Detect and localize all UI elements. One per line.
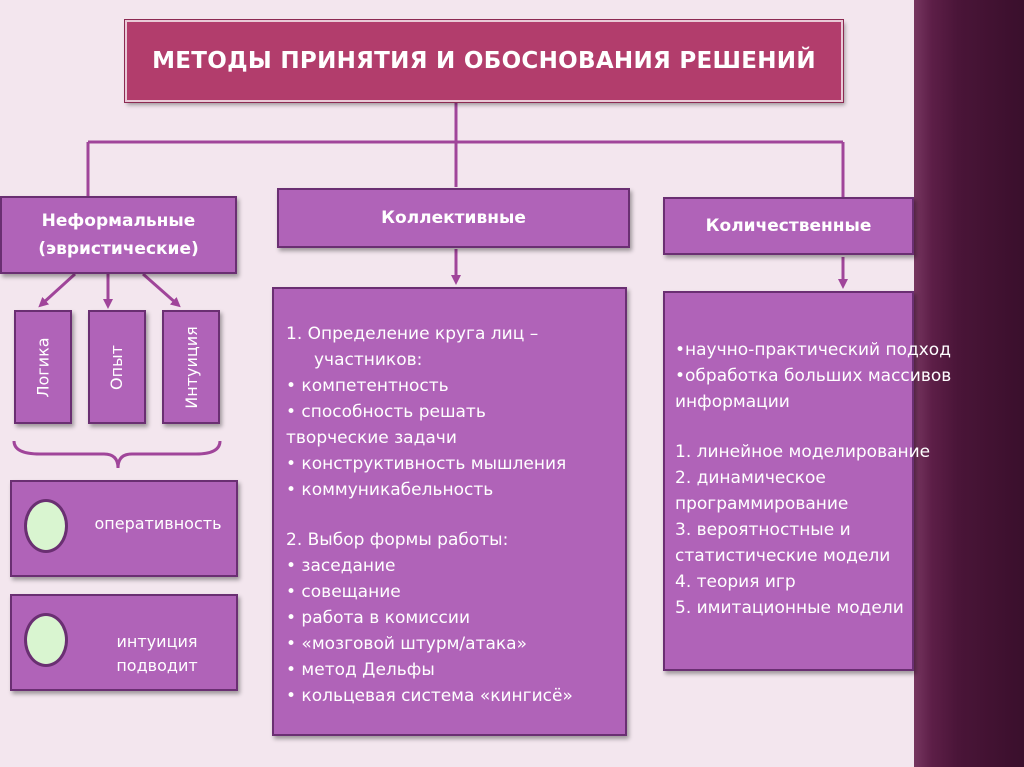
category-quantitative-label: Количественные bbox=[705, 216, 872, 236]
list-item: • способность решать bbox=[286, 402, 486, 422]
feature-efficiency: оперативность bbox=[10, 480, 238, 577]
feature-intuition-fails-marker bbox=[24, 613, 68, 667]
list-item: 1. линейное моделирование bbox=[675, 442, 931, 462]
list-item: участников: bbox=[314, 350, 423, 370]
page-title: МЕТОДЫ ПРИНЯТИЯ И ОБОСНОВАНИЯ РЕШЕНИЙ bbox=[124, 19, 844, 103]
method-intuition: Интуиция bbox=[162, 310, 220, 424]
list-item: 4. теория игр bbox=[675, 572, 796, 592]
list-item: • совещание bbox=[286, 582, 401, 602]
method-intuition-label: Интуиция bbox=[181, 325, 201, 409]
decorative-side-band bbox=[914, 0, 1024, 767]
category-quantitative: Количественные bbox=[663, 197, 914, 255]
list-item: • работа в комиссии bbox=[286, 608, 471, 628]
list-item: • конструктивность мышления bbox=[286, 454, 567, 474]
list-item: 2. Выбор формы работы: bbox=[286, 530, 509, 550]
method-experience-label: Опыт bbox=[107, 344, 127, 390]
list-item: статистические модели bbox=[675, 546, 891, 566]
feature-efficiency-label: оперативность bbox=[94, 514, 222, 533]
category-informal: Неформальные (эвристические) bbox=[0, 196, 237, 274]
category-collective-label: Коллективные bbox=[381, 208, 526, 228]
list-item: творческие задачи bbox=[286, 428, 457, 448]
quantitative-list: •научно-практический подход •обработка б… bbox=[675, 337, 952, 621]
category-collective: Коллективные bbox=[277, 188, 630, 248]
feature-efficiency-marker bbox=[24, 499, 68, 553]
list-item: • метод Дельфы bbox=[286, 660, 435, 680]
category-informal-label: Неформальные (эвристические) bbox=[38, 211, 199, 259]
feature-intuition-fails-label: интуиция подводит bbox=[116, 632, 198, 675]
quantitative-details: •научно-практический подход •обработка б… bbox=[663, 291, 952, 671]
list-item: 2. динамическое bbox=[675, 468, 826, 488]
feature-intuition-fails: интуиция подводит bbox=[10, 594, 238, 691]
list-item: • компетентность bbox=[286, 376, 449, 396]
list-item: 5. имитационные модели bbox=[675, 598, 904, 618]
collective-details: 1. Определение круга лиц – участников: •… bbox=[272, 287, 627, 736]
list-item: программирование bbox=[675, 494, 849, 514]
list-item: •научно-практический подход bbox=[675, 340, 951, 360]
method-logic: Логика bbox=[14, 310, 72, 424]
method-logic-label: Логика bbox=[33, 336, 53, 398]
list-item: 1. Определение круга лиц – bbox=[286, 324, 539, 344]
collective-list: 1. Определение круга лиц – участников: •… bbox=[286, 321, 615, 709]
list-item: 3. вероятностные и bbox=[675, 520, 851, 540]
list-item: информации bbox=[675, 392, 790, 412]
list-item: • кольцевая система «кингисё» bbox=[286, 686, 573, 706]
list-item: • коммуникабельность bbox=[286, 480, 494, 500]
method-experience: Опыт bbox=[88, 310, 146, 424]
list-item: • заседание bbox=[286, 556, 396, 576]
list-item: • «мозговой штурм/атака» bbox=[286, 634, 527, 654]
list-item: •обработка больших массивов bbox=[675, 366, 952, 386]
